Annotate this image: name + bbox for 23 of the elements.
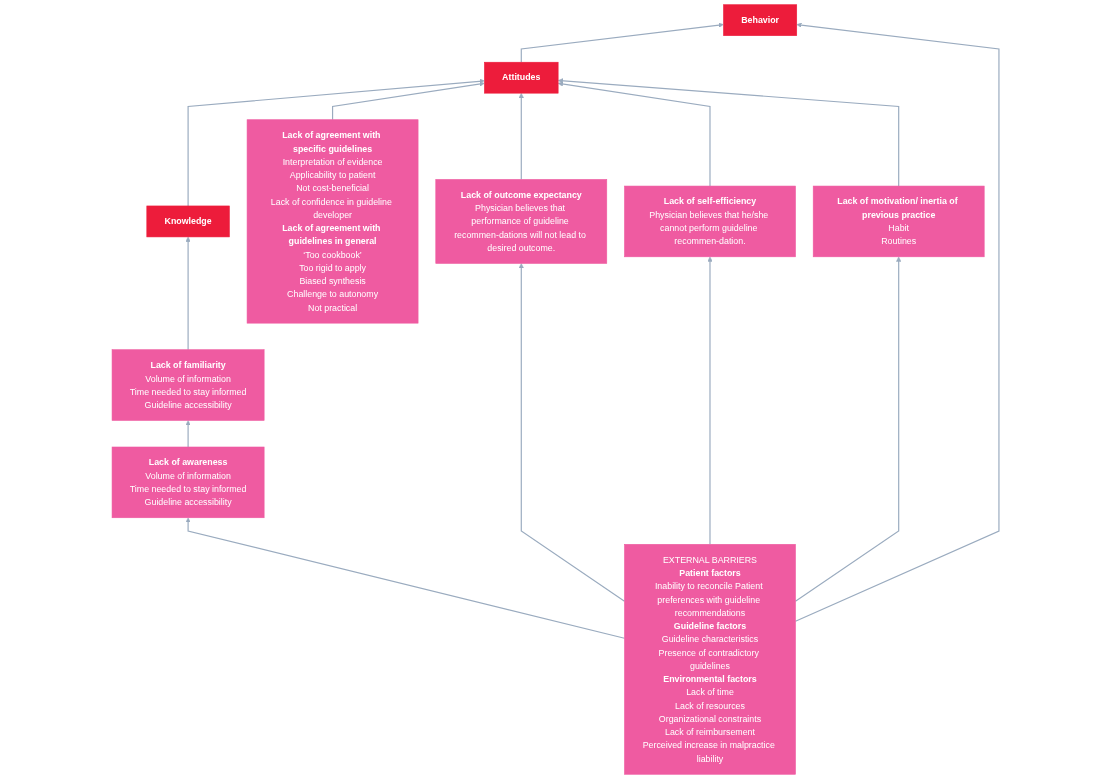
node-box: Lack of outcome expectancy Physician believes that performance of guideline recommen-dations will not lead to desired outcome.: [435, 179, 608, 264]
arrow: [332, 81, 485, 121]
arrow: [707, 256, 713, 545]
node-box: Lack of awareness Volume of information Time needed to stay informed Guideline accessibility: [111, 446, 265, 519]
arrow: [518, 92, 524, 180]
node-box: Lack of motivation/ inertia of previous practice Habit Routines: [812, 185, 985, 258]
arrow: [557, 78, 900, 187]
arrow: [187, 78, 485, 207]
arrow: [794, 22, 1000, 622]
arrow: [185, 420, 191, 448]
arrow: [185, 517, 626, 639]
node-box: Lack of self-efficiency Physician believes that he/she cannot perform guideline recommen-dation.: [624, 185, 796, 258]
node-box: Attitudes: [484, 61, 559, 94]
arrow: [520, 22, 724, 63]
arrow: [185, 236, 191, 351]
node-box: Behavior: [723, 4, 798, 36]
arrow: [794, 256, 902, 602]
arrow: [557, 81, 711, 187]
node-box: Knowledge: [146, 205, 230, 238]
node-box: Lack of familiarity Volume of information Time needed to stay informed Guideline accessibility: [111, 349, 265, 421]
arrow: [518, 263, 626, 602]
node-box: EXTERNAL BARRIERS Patient factors Inability to reconcile Patient preferences with guideline recommendations Guideline factors Guideline characteristics Presence of contradictory guidelines Environmental factors Lack of time Lack of resources Organizational constraints Lack of reimbursement Perceived increase in malpractice liability: [624, 544, 796, 775]
node-box: Lack of agreement with specific guidelines Interpretation of evidence Applicability to patient Not cost-beneficial Lack of confidence in guideline developer Lack of agreement with guidelines in general ‘Too cookbook’ Too rigid to apply Biased synthesis Challenge to autonomy Not practical: [246, 119, 419, 324]
